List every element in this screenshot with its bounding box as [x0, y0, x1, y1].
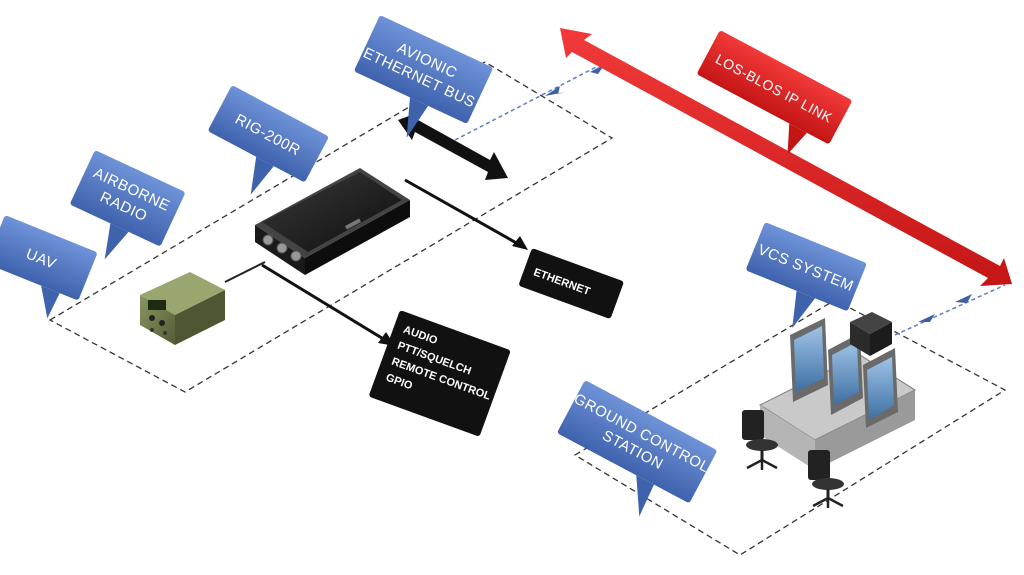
avionic-bus-callout: AVIONIC ETHERNET BUS: [354, 15, 493, 138]
office-chair-icon: [742, 410, 778, 470]
vcs-console-icon: [758, 312, 917, 470]
vcs-system-callout: VCS SYSTEM: [746, 222, 867, 328]
airborne-radio-icon: [140, 272, 225, 345]
office-chair-icon: [808, 450, 844, 508]
ethernet-connector: [404, 178, 528, 250]
radio-rig-cable: [224, 261, 266, 283]
rig-200r-box-icon: [255, 168, 410, 275]
interfaces-connector: [261, 263, 395, 346]
ground-zone: [573, 299, 1007, 556]
interfaces-label-box: AUDIO PTT/SQUELCH REMOTE CONTROL GPIO: [369, 310, 511, 436]
airborne-zone: [48, 61, 614, 393]
ground-link-dashes: [894, 284, 1006, 336]
rig-callout: RIG-200R: [208, 86, 329, 195]
bidirectional-arrow-icon: [398, 112, 508, 180]
uav-callout: UAV: [0, 215, 97, 319]
los-blos-link-arrow: [560, 28, 1012, 286]
ground-station-callout: GROUND CONTROL STATION: [557, 381, 717, 517]
ethernet-label-box: ETHERNET: [519, 248, 624, 319]
